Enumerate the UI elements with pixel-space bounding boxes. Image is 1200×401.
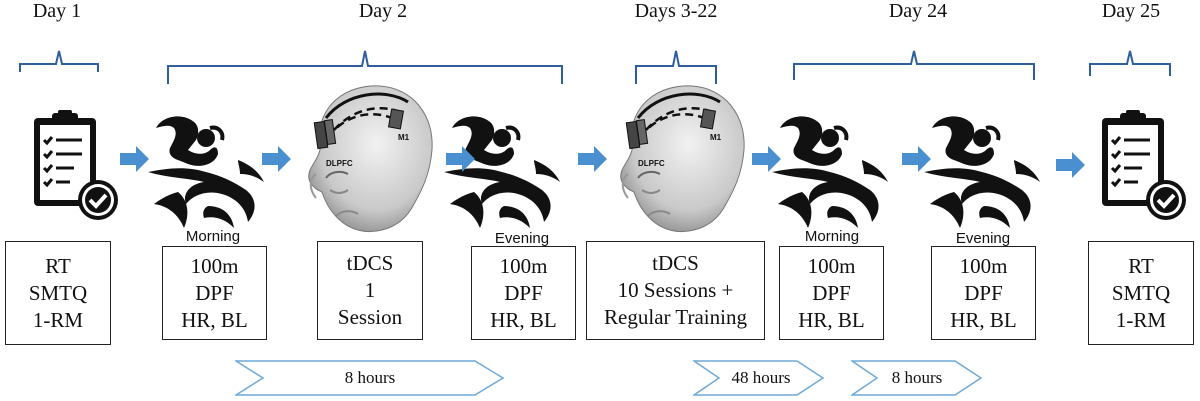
box-line: 100m xyxy=(499,253,548,278)
swim-test-box: 100m DPF HR, BL xyxy=(931,246,1036,340)
brace-day-1 xyxy=(19,50,99,72)
head-electrode-icon: M1 DLPFC xyxy=(620,85,745,233)
flow-arrow-icon xyxy=(446,146,475,172)
morning-caption: Morning xyxy=(185,228,241,245)
box-line: 1 xyxy=(364,278,376,302)
box-line: 100m xyxy=(959,253,1008,278)
brace-day-24 xyxy=(793,50,1035,80)
tdcs-training-box: tDCS 10 Sessions + Regular Training xyxy=(586,241,765,340)
box-line: 10 Sessions + xyxy=(617,278,734,302)
day-25-label: Day 25 xyxy=(1101,0,1161,22)
flow-arrow-icon xyxy=(752,146,781,172)
box-line: HR, BL xyxy=(950,307,1017,332)
flow-arrow-icon xyxy=(120,146,149,172)
interval-chevron-8h xyxy=(235,360,505,396)
box-line: Regular Training xyxy=(604,305,747,329)
clipboard-check-icon xyxy=(34,110,118,220)
box-line: 100m xyxy=(190,253,239,278)
box-line: HR, BL xyxy=(490,307,557,332)
box-line: tDCS xyxy=(346,251,394,275)
dlpfc-label: DLPFC xyxy=(638,159,665,168)
swim-test-box: 100m DPF HR, BL xyxy=(162,246,267,340)
swimmer-icon xyxy=(924,114,1042,230)
assessment-box: RT SMTQ 1-RM xyxy=(5,241,111,345)
interval-label: 8 hours xyxy=(891,368,943,387)
day-1-label: Day 1 xyxy=(32,0,82,22)
interval-label: 48 hours xyxy=(731,368,791,387)
assessment-box: RT SMTQ 1-RM xyxy=(1088,241,1194,345)
box-line: RT xyxy=(45,253,71,278)
brace-days-3-22 xyxy=(635,50,717,84)
interval-label: 8 hours xyxy=(344,368,396,387)
flow-arrow-icon xyxy=(578,146,607,172)
flow-arrow-icon xyxy=(1056,152,1085,178)
clipboard-check-icon xyxy=(1102,110,1186,220)
morning-caption: Morning xyxy=(804,228,860,245)
day-2-label: Day 2 xyxy=(358,0,408,22)
box-line: tDCS xyxy=(652,251,699,275)
swimmer-icon xyxy=(772,114,890,230)
head-electrode-icon: M1 DLPFC xyxy=(308,85,433,233)
brace-day-2 xyxy=(167,50,563,84)
brace-day-25 xyxy=(1089,50,1171,76)
swim-test-box: 100m DPF HR, BL xyxy=(471,246,576,340)
evening-caption: Evening xyxy=(955,230,1011,247)
box-line: SMTQ xyxy=(1111,280,1171,305)
box-line: Session xyxy=(337,305,403,329)
flow-arrow-icon xyxy=(902,146,931,172)
tdcs-box: tDCS 1 Session xyxy=(317,241,423,340)
box-line: DPF xyxy=(195,280,234,305)
evening-caption: Evening xyxy=(494,230,550,247)
interval-chevron-8h xyxy=(851,360,983,396)
box-line: 1-RM xyxy=(1115,307,1167,332)
box-line: DPF xyxy=(964,280,1003,305)
box-line: HR, BL xyxy=(798,307,865,332)
box-line: 1-RM xyxy=(32,307,84,332)
box-line: 100m xyxy=(807,253,856,278)
box-line: RT xyxy=(1128,253,1154,278)
box-line: DPF xyxy=(812,280,851,305)
days-3-22-label: Days 3-22 xyxy=(634,0,718,22)
dlpfc-label: DLPFC xyxy=(326,159,353,168)
swim-test-box: 100m DPF HR, BL xyxy=(779,246,884,340)
box-line: SMTQ xyxy=(28,280,88,305)
box-line: HR, BL xyxy=(181,307,248,332)
day-24-label: Day 24 xyxy=(888,0,948,22)
interval-chevron-48h xyxy=(693,360,825,396)
m1-label: M1 xyxy=(398,133,410,142)
m1-label: M1 xyxy=(710,133,722,142)
swimmer-icon xyxy=(148,114,266,230)
flow-arrow-icon xyxy=(262,146,291,172)
box-line: DPF xyxy=(504,280,543,305)
